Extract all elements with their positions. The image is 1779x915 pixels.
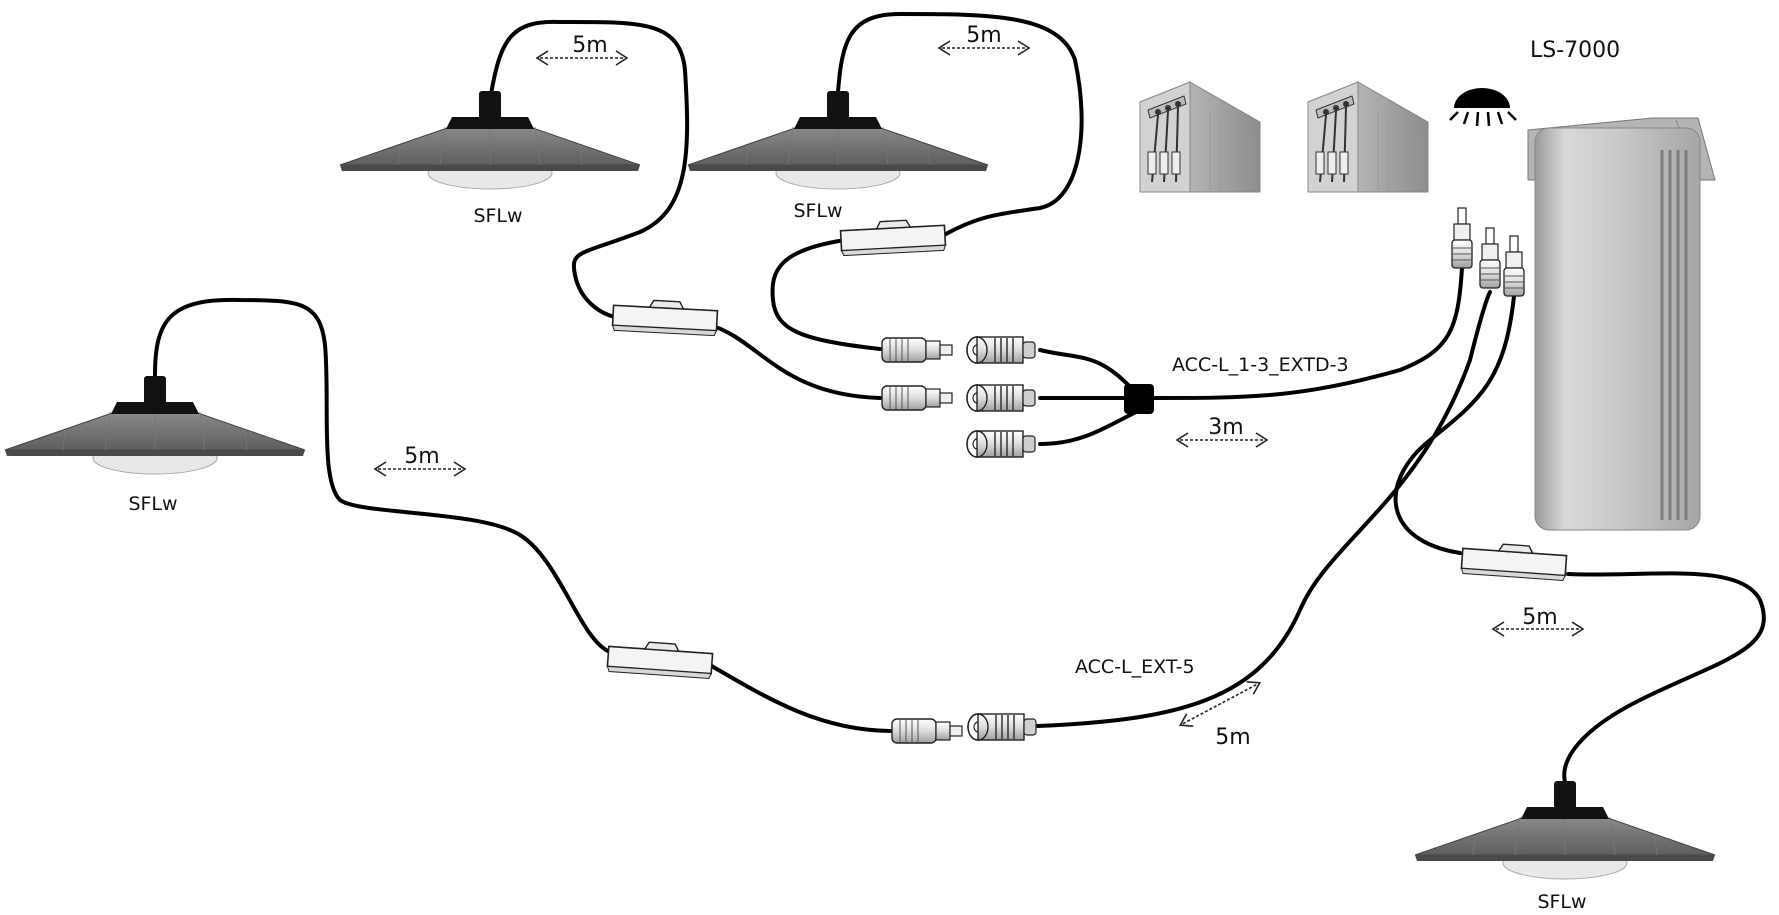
female-socket-3 — [966, 430, 1036, 458]
lamp-sflw-3 — [4, 375, 306, 475]
ls-7000-device — [1527, 117, 1716, 531]
dimension-label-splitter: 3m — [1208, 415, 1243, 440]
device-plug-3 — [1503, 235, 1525, 297]
device-plug-1 — [1451, 207, 1473, 269]
cable-label-ext5: ACC-L_EXT-5 — [1075, 656, 1195, 678]
splitter-block — [1124, 384, 1154, 414]
male-plug-3 — [891, 718, 963, 744]
device-label: LS-7000 — [1530, 38, 1620, 63]
male-plug-1 — [881, 337, 953, 363]
lamp-sflw-1 — [339, 90, 641, 190]
female-socket-1 — [966, 336, 1036, 364]
inline-switch-2 — [839, 217, 947, 257]
male-plug-2 — [881, 385, 953, 411]
dimension-label-lamp4: 5m — [1522, 605, 1557, 630]
inline-switch-4 — [1460, 540, 1568, 582]
sun-icon — [1449, 88, 1517, 127]
lamp-label-4: SFLw — [1537, 891, 1586, 913]
lamp-label-3: SFLw — [128, 493, 177, 515]
female-socket-2 — [966, 384, 1036, 412]
dimension-label-lamp2: 5m — [966, 23, 1001, 48]
lamp-sflw-4 — [1414, 780, 1716, 880]
lamp-sflw-2 — [687, 90, 989, 190]
lamp-label-1: SFLw — [473, 205, 522, 227]
lamp-label-2: SFLw — [793, 200, 842, 222]
dimension-label-lamp1: 5m — [572, 33, 607, 58]
female-socket-4 — [967, 713, 1037, 741]
device-plug-2 — [1479, 227, 1501, 289]
inline-switch-1 — [611, 297, 719, 337]
dimension-label-lamp3: 5m — [404, 444, 439, 469]
cable-label-extd3: ACC-L_1-3_EXTD-3 — [1172, 354, 1349, 376]
dimension-label-extension: 5m — [1215, 725, 1250, 750]
device-detail-view-2 — [1307, 81, 1429, 193]
device-detail-view-1 — [1139, 81, 1261, 193]
inline-switch-3 — [606, 638, 714, 680]
